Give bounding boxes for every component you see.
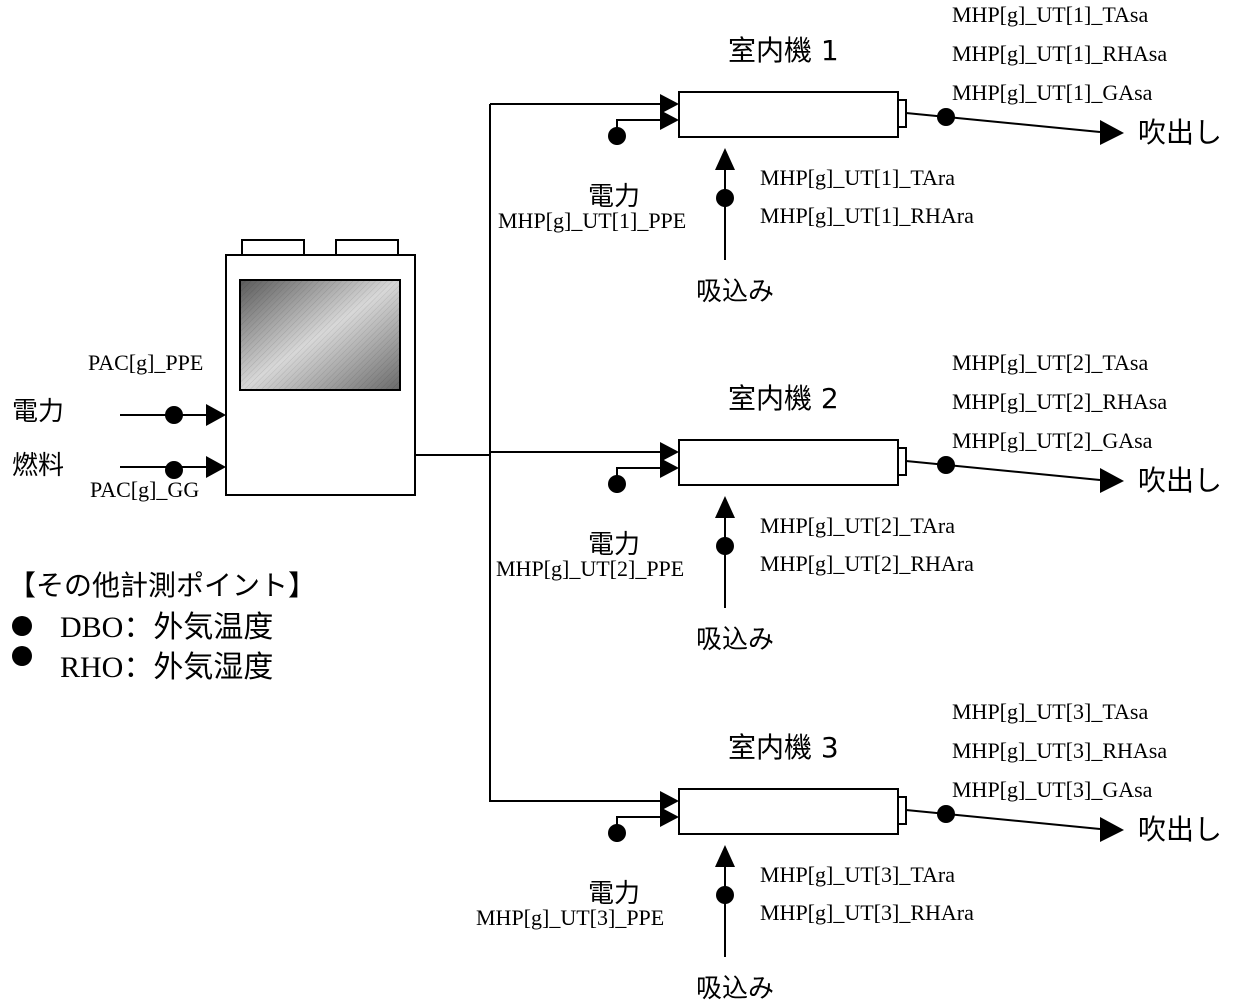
measure-point-icon [716,886,734,904]
outdoor-fuel-point: PAC[g]_GG [90,477,199,502]
intake-label: 吸込み [696,974,774,1004]
supply-point: MHP[g]_UT[3]_TAsa [952,699,1148,724]
supply-point: MHP[g]_UT[1]_RHAsa [952,41,1167,66]
measure-point-icon [608,475,626,493]
measure-point-icon [716,189,734,207]
measure-point-icon [937,456,955,474]
supply-point: MHP[g]_UT[3]_RHAsa [952,738,1167,763]
arrow-head-icon [660,442,679,462]
power-label: 電力 [588,530,640,560]
indoor-unit-outlet-nozzle [897,447,907,476]
intake-label: 吸込み [696,625,774,655]
return-point: MHP[g]_UT[2]_RHAra [760,551,974,576]
outdoor-unit-vent-left [241,239,305,256]
indoor-units: 室内機 1電力MHP[g]_UT[1]_PPE吸込みMHP[g]_UT[1]_T… [476,2,1222,1004]
power-point: MHP[g]_UT[1]_PPE [498,208,686,233]
outdoor-power-point: PAC[g]_PPE [88,350,203,375]
return-point: MHP[g]_UT[1]_RHAra [760,203,974,228]
arrow-head-icon [206,404,226,426]
indoor-unit-name: 室内機 2 [728,382,839,415]
arrow-head-icon [660,110,679,130]
outdoor-power-input [120,404,226,426]
legend-bullet-icon [12,646,32,666]
return-point: MHP[g]_UT[2]_TAra [760,513,955,538]
indoor-unit-body [678,439,899,486]
return-point: MHP[g]_UT[3]_TAra [760,862,955,887]
outlet-label: 吹出し [1138,464,1222,497]
arrow-head-icon [660,458,679,478]
outlet-label: 吹出し [1138,813,1222,846]
arrow-head-icon [1100,120,1124,145]
arrow-head-icon [715,496,735,518]
outdoor-unit [225,239,416,496]
arrow-head-icon [660,94,679,114]
supply-point: MHP[g]_UT[3]_GAsa [952,777,1153,802]
outlet-line [905,809,1101,830]
piping [415,104,491,802]
power-label: 電力 [588,182,640,212]
outlet-line [905,460,1101,481]
outlet-label: 吹出し [1138,116,1222,149]
arrow-head-icon [660,807,679,827]
legend-bullet-icon [12,616,32,636]
indoor-unit-outlet-nozzle [897,99,907,128]
supply-point: MHP[g]_UT[2]_TAsa [952,350,1148,375]
arrow-head-icon [1100,817,1124,842]
outdoor-unit-vent-right [335,239,399,256]
arrow-head-icon [660,791,679,811]
supply-point: MHP[g]_UT[1]_GAsa [952,80,1153,105]
arrow-head-icon [206,456,226,478]
supply-point: MHP[g]_UT[2]_RHAsa [952,389,1167,414]
outdoor-fuel-input [120,456,226,479]
supply-point: MHP[g]_UT[1]_TAsa [952,2,1148,27]
power-label: 電力 [588,879,640,909]
arrow-head-icon [1100,468,1124,493]
supply-point: MHP[g]_UT[2]_GAsa [952,428,1153,453]
legend-item-dbo: DBO：外気温度 [60,611,273,644]
outdoor-unit-panel-hatch [240,280,400,390]
return-point: MHP[g]_UT[1]_TAra [760,165,955,190]
measure-point-icon [937,805,955,823]
measure-point-icon [165,406,183,424]
arrow-head-icon [715,845,735,867]
measure-point-icon [165,461,183,479]
indoor-unit-name: 室内機 3 [728,731,839,764]
legend-item-rho: RHO：外気湿度 [60,651,273,684]
outdoor-power-label: 電力 [12,397,64,427]
indoor-unit-body [678,788,899,835]
outlet-line [905,112,1101,133]
arrow-head-icon [715,148,735,170]
measure-point-icon [937,108,955,126]
return-point: MHP[g]_UT[3]_RHAra [760,900,974,925]
indoor-unit-outlet-nozzle [897,796,907,825]
outdoor-fuel-label: 燃料 [12,451,64,481]
legend-title: 【その他計測ポイント】 [8,569,316,602]
indoor-unit-body [678,91,899,138]
measure-point-icon [608,127,626,145]
power-point: MHP[g]_UT[2]_PPE [496,556,684,581]
intake-label: 吸込み [696,277,774,307]
indoor-unit-name: 室内機 1 [728,34,839,67]
measure-point-icon [608,824,626,842]
power-point: MHP[g]_UT[3]_PPE [476,905,664,930]
measure-point-icon [716,537,734,555]
legend: 【その他計測ポイント】 DBO：外気温度 RHO：外気湿度 [8,569,316,684]
